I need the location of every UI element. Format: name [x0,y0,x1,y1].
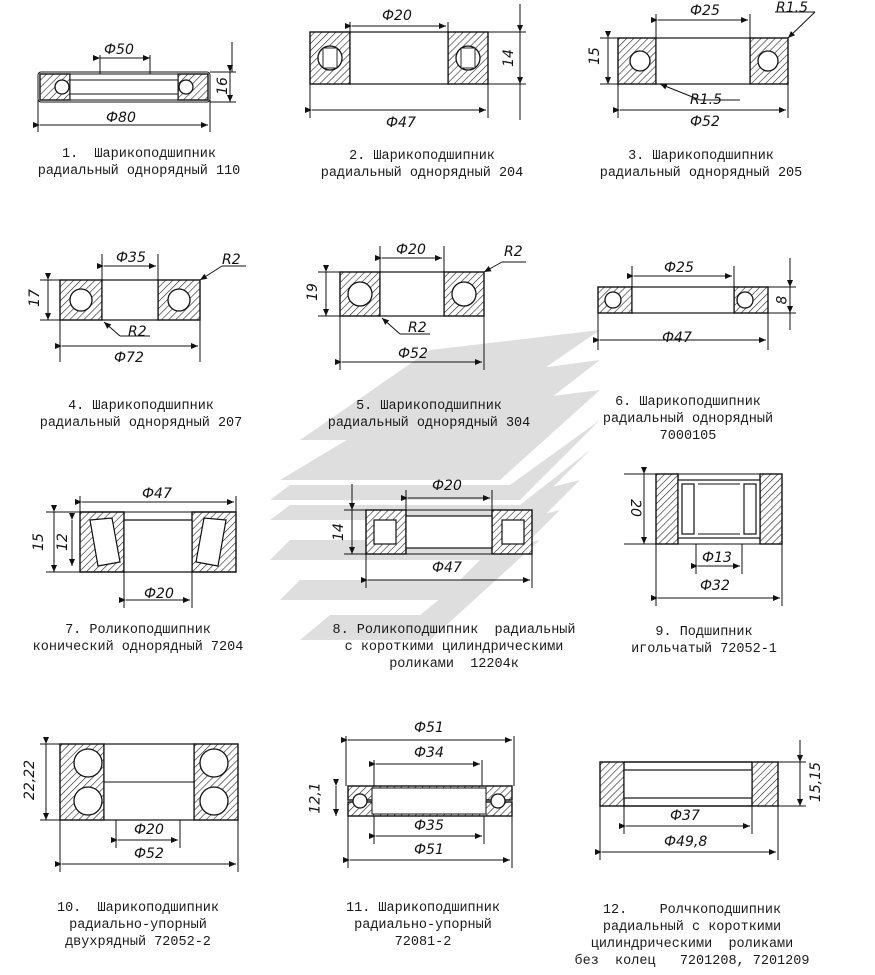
dim-height: 15 [30,533,47,551]
dim-bottom-inner-diameter: Ф35 [414,818,444,834]
dim-height: 16 [214,77,231,95]
dim-bottom-outer-diameter: Ф51 [414,842,444,858]
dim-inner-diameter: Ф13 [702,550,732,566]
bearing-7-caption: 7. Роликоподшипник конический однорядный… [32,623,244,655]
dim-outer-diameter: Ф52 [690,114,720,130]
bearing-3-caption: 3. Шарикоподшипник радиальный однорядный… [599,149,803,181]
bearing-4-drawing [40,254,246,362]
dim-inner-diameter: Ф35 [116,250,146,266]
dim-inner-diameter: Ф20 [432,478,462,494]
bearing-8-drawing [344,484,533,588]
dim-inner-diameter: Ф25 [690,3,720,19]
bearing-1-drawing [33,42,236,132]
bearing-11-caption: 11. Шарикоподшипник радиально-упорный 72… [346,901,500,950]
bearing-6-drawing [593,258,796,350]
bearing-1-caption: 1. Шарикоподшипник радиальный однорядный… [37,147,241,179]
bearing-4-caption: 4. Шарикоподшипник радиальный однорядный… [39,399,243,431]
dim-height: 22,22 [22,759,39,801]
dim-radius-top: R2 [504,244,523,260]
dim-height: 15 [586,47,603,65]
dim-inner-diameter: Ф20 [382,8,412,24]
dim-height: 12,1 [307,782,324,814]
dim-top-inner-diameter: Ф34 [414,745,444,761]
dim-height-inner: 12 [54,533,71,551]
dim-inner-diameter: Ф37 [670,808,700,824]
dim-inner-diameter: Ф20 [144,586,174,602]
bearing-3-drawing [600,11,816,118]
dim-radius-bottom: R2 [408,320,427,336]
dim-outer-diameter: Ф47 [386,115,416,131]
bearing-6-caption: 6. Шарикоподшипник радиальный однорядный… [602,395,774,444]
dim-outer-diameter: Ф47 [662,330,692,346]
dim-outer-diameter: Ф72 [114,350,144,366]
bearing-10-caption: 10. Шарикоподшипник радиально-упорный дв… [56,901,220,950]
bearing-5-caption: 5. Шарикоподшипник радиальный однорядный… [327,399,531,431]
dim-inner-diameter: Ф20 [396,242,426,258]
dim-outer-diameter: Ф32 [700,578,730,594]
bearing-7-drawing [46,496,237,608]
bearing-11-drawing [333,736,515,868]
dim-radius-bottom: R2 [128,324,147,340]
dim-radius-top: R2 [222,252,241,268]
dim-outer-diameter: Ф49,8 [664,834,708,850]
dim-top-outer-diameter: Ф51 [414,720,444,736]
dim-height: 8 [774,295,791,305]
bearing-8-caption: 8. Роликоподшипник радиальный с коротким… [332,623,576,672]
dim-radius-bottom: R1.5 [690,92,722,108]
dim-inner-diameter: Ф25 [664,260,694,276]
dim-height: 17 [26,289,43,307]
bearing-12-caption: 12. Ролчкоподшипник радиальный с коротки… [574,903,810,969]
bearing-2-drawing [305,4,526,120]
dim-height: 15,15 [808,761,825,803]
dim-outer-diameter: Ф80 [106,110,136,126]
dim-outer-diameter: Ф52 [398,346,428,362]
bearing-5-drawing [318,246,526,370]
dim-height: 14 [330,523,347,541]
dim-outer-diameter: Ф52 [134,846,164,862]
bearing-2-caption: 2. Шарикоподшипник радиальный однорядный… [320,149,524,181]
dim-radius-top: R1.5 [776,0,808,16]
dim-outer-diameter: Ф47 [432,560,462,576]
bearing-10-drawing [40,737,239,872]
bearing-9-caption: 9. Подшипник игольчатый 72052-1 [631,625,777,657]
dim-height: 19 [304,283,321,301]
dim-height: 14 [500,49,517,67]
bearing-12-drawing [595,740,806,860]
dim-inner-diameter: Ф20 [134,822,164,838]
dim-inner-diameter: Ф50 [104,42,134,58]
bearing-9-drawing [624,467,783,606]
dim-outer-diameter: Ф47 [142,486,172,502]
dim-height: 20 [626,499,643,517]
